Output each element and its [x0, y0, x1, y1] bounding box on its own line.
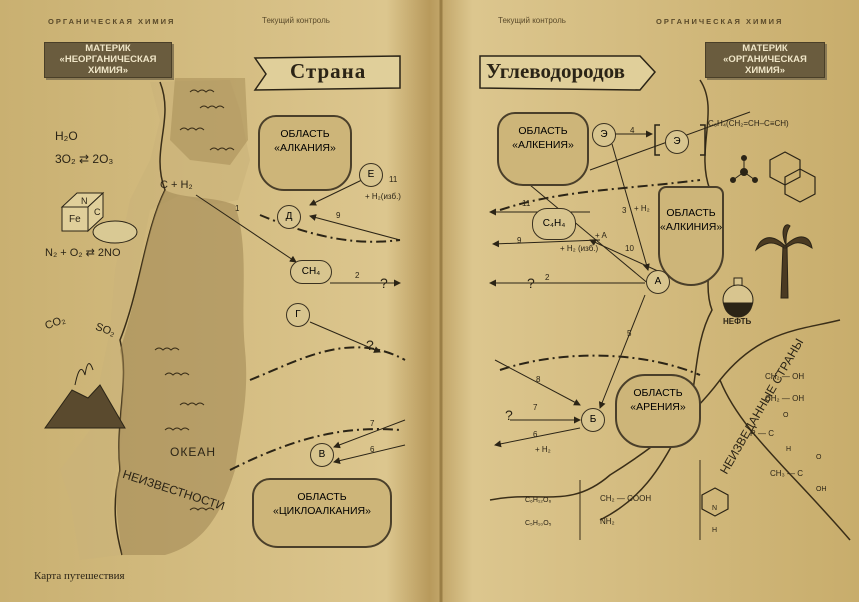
naphthalene-icon	[769, 151, 816, 203]
formula-acetic-oh: OH	[816, 486, 827, 493]
node-ch4: CH₄	[290, 260, 332, 284]
top-sea	[170, 78, 248, 165]
arrow-label-4: 4	[630, 126, 635, 135]
arrow-label-9: 9	[336, 211, 341, 220]
region-alkanes: ОБЛАСТЬ«АЛКАНИЯ»	[258, 115, 352, 191]
header-right-section: Текущий контроль	[498, 16, 566, 25]
formula-c: C	[94, 207, 101, 217]
pyridine-ring	[701, 487, 729, 517]
formula-pyridine-n: N	[712, 505, 718, 512]
arrow-label-11: 11	[522, 199, 531, 208]
arrow-label-3: 3	[622, 206, 627, 215]
fe-cube	[60, 191, 105, 233]
node-b: Б	[581, 408, 605, 432]
formula-acetic-o: O	[816, 454, 822, 461]
node-e: Е	[359, 163, 383, 187]
formula-n: N	[81, 196, 88, 206]
formula-aminoacid-nh2: NH₂	[600, 517, 615, 526]
formula-c-h2: C + H₂	[160, 179, 193, 191]
arrow-label-7: 7	[370, 419, 375, 428]
arrow-label-7b: 7	[533, 403, 538, 412]
wave-marks	[154, 89, 235, 511]
formula-h2o: H₂O	[55, 129, 78, 143]
header-left-title: ОРГАНИЧЕСКАЯ ХИМИЯ	[48, 17, 176, 26]
node-c4h4: C₄H₄	[532, 208, 576, 240]
palm-tree-icon	[754, 224, 813, 299]
node-d: Д	[277, 205, 301, 229]
unknown-mark-2: ?	[366, 337, 374, 353]
arrow-label-6: 6	[370, 445, 375, 454]
oil-label: НЕФТЬ	[723, 317, 752, 326]
arrow-label-8: 8	[536, 375, 541, 384]
formula-n2: N₂ + O₂ ⇄ 2NO	[45, 247, 121, 259]
header-right-title: ОРГАНИЧЕСКАЯ ХИМИЯ	[656, 17, 784, 26]
arrow-label-9b: 9	[517, 236, 522, 245]
banner-ribbon-right	[479, 55, 657, 91]
node-en: Э	[665, 130, 689, 154]
formula-fe: Fe	[69, 214, 81, 225]
formula-ribose: C₅H₁₀O₅	[525, 520, 552, 527]
formula-plus-a: + A	[595, 231, 607, 240]
formula-pyridine-h: H	[712, 527, 718, 534]
region-alkynes: ОБЛАСТЬ«АЛКИНИЯ»	[658, 186, 724, 286]
formula-glucose: C₆H₁₂O₆	[525, 497, 552, 504]
formula-h2-excess: + H₂(изб.)	[365, 192, 401, 201]
header-left-section: Текущий контроль	[262, 16, 330, 25]
formula-plus-h2: + H₂	[634, 204, 650, 213]
molecule-icon	[730, 155, 758, 183]
formula-o3: 3O₂ ⇄ 2O₃	[55, 152, 114, 166]
oil-flask-icon	[722, 277, 754, 318]
river-2	[719, 379, 851, 541]
formula-aminoacid: CH₂ — COOH	[600, 494, 652, 503]
region-cycloalkanes: ОБЛАСТЬ«ЦИКЛОАЛКАНИЯ»	[252, 478, 392, 548]
node-e2: Э	[592, 123, 616, 147]
unknown-mark-1: ?	[380, 275, 388, 291]
volcano	[44, 363, 126, 429]
cloud	[92, 220, 138, 244]
arrow-label-5: 5	[627, 329, 632, 338]
arrow-label-10: 10	[625, 244, 634, 253]
formula-diol-1: CH₂ — OH	[765, 372, 805, 381]
banner-left: Страна	[290, 59, 367, 83]
node-g: Г	[286, 303, 310, 327]
node-v: В	[310, 443, 334, 467]
banner-ribbon-left	[253, 55, 401, 91]
unknown-mark-3: ?	[527, 275, 535, 291]
formula-vinylacetylene: C₆H₄(CH₂=CH–C≡CH)	[708, 119, 789, 128]
arrow-label-2b: 2	[545, 273, 550, 282]
node-a: А	[646, 270, 670, 294]
arrow-label-11b: 11	[389, 175, 398, 184]
formula-acetic: CH₃ — C	[770, 469, 804, 478]
ocean-region	[116, 190, 247, 555]
arrow-label-6b: 6	[533, 430, 538, 439]
page-caption: Карта путешествия	[34, 570, 125, 582]
region-alkenes: ОБЛАСТЬ«АЛКЕНИЯ»	[497, 112, 589, 186]
region-arenes: ОБЛАСТЬ«АРЕНИЯ»	[615, 374, 701, 448]
arrow-label-2: 2	[355, 271, 360, 280]
formula-aldehyde-o: O	[783, 412, 789, 419]
formula-aldehyde: R — C	[750, 429, 774, 438]
arrow-label-1: 1	[235, 204, 240, 213]
formula-plus-h2-b: + H₂	[535, 445, 551, 454]
ocean-label: ОКЕАН	[170, 445, 216, 459]
formula-aldehyde-h: H	[786, 446, 792, 453]
unknown-mark-4: ?	[505, 407, 513, 423]
polymer-bracket	[654, 124, 706, 156]
banner-right: Углеводородов	[486, 59, 625, 83]
formula-diol-2: CH₂ — OH	[765, 394, 805, 403]
formula-h2-excess-2: + H₂ (изб.)	[560, 244, 599, 253]
